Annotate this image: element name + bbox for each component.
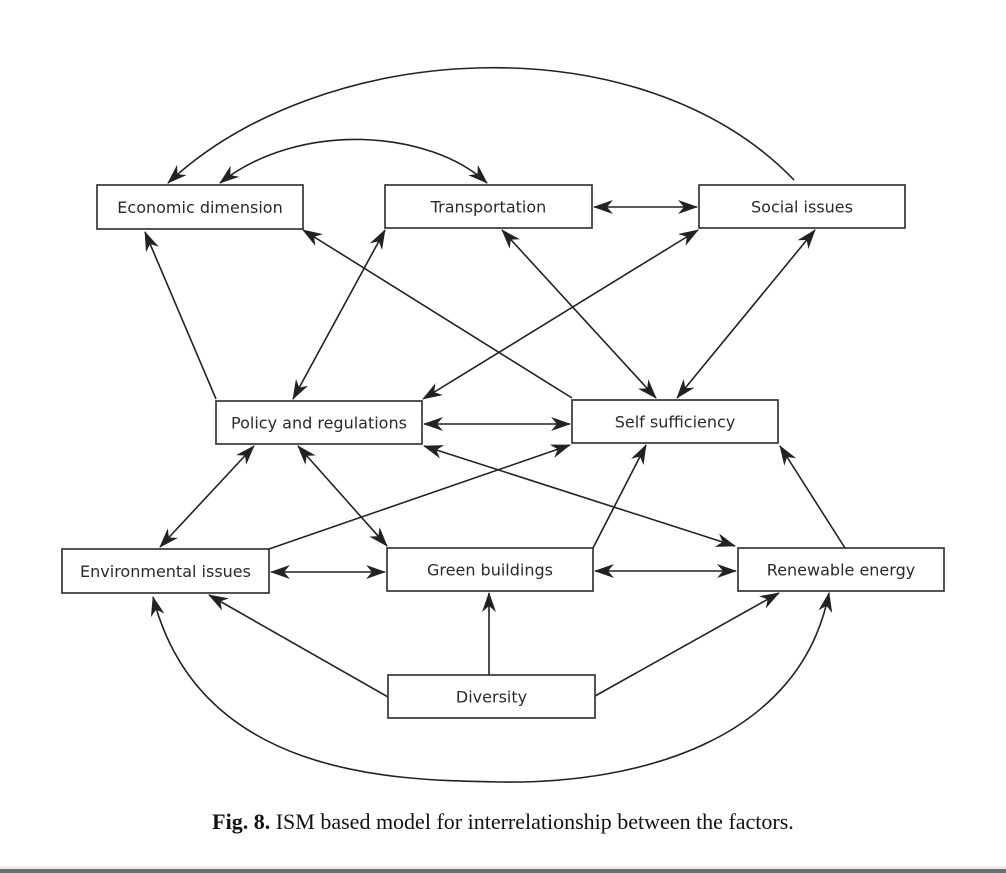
edges-layer — [144, 67, 846, 783]
edge-selfsuff-to-economic — [302, 229, 573, 399]
caption-text: ISM based model for interrelationship be… — [270, 809, 794, 834]
node-box — [571, 399, 779, 444]
node-social: Social issues — [698, 184, 906, 229]
node-green: Green buildings — [386, 547, 594, 592]
node-label: Environmental issues — [80, 562, 251, 581]
node-policy: Policy and regulations — [215, 400, 423, 445]
node-label: Policy and regulations — [231, 414, 407, 433]
edge-social-to-selfsuff — [676, 229, 816, 399]
node-economic: Economic dimension — [96, 184, 304, 230]
edge-diversity-to-renew — [594, 592, 780, 697]
bottom-divider-light — [0, 866, 1006, 869]
node-label: Green buildings — [427, 561, 553, 580]
node-box — [96, 184, 304, 230]
node-transport: Transportation — [384, 184, 593, 229]
node-box — [737, 547, 945, 592]
node-label: Diversity — [456, 688, 527, 707]
node-label: Social issues — [751, 198, 853, 217]
edge-economic-to-transport — [219, 138, 488, 184]
edge-policy-to-environ — [159, 445, 255, 548]
node-label: Self sufficiency — [615, 413, 736, 432]
edge-green-to-selfsuff — [592, 444, 647, 549]
figure-caption: Fig. 8. ISM based model for interrelatio… — [0, 809, 1006, 835]
node-label: Economic dimension — [117, 198, 282, 217]
edge-policy-to-renew — [423, 445, 736, 547]
node-environ: Environmental issues — [61, 548, 270, 594]
edge-social-to-economic — [167, 67, 795, 184]
edge-policy-to-green — [297, 445, 388, 547]
node-diversity: Diversity — [387, 674, 596, 719]
node-box — [384, 184, 593, 229]
node-selfsuff: Self sufficiency — [571, 399, 779, 444]
node-box — [386, 547, 594, 592]
edge-environ-to-renew — [150, 592, 833, 783]
nodes-layer: Economic dimension Transportation Social i… — [61, 184, 945, 719]
node-box — [215, 400, 423, 445]
bottom-divider — [0, 869, 1006, 873]
node-box — [387, 674, 596, 719]
node-box — [698, 184, 906, 229]
node-label: Transportation — [430, 198, 547, 217]
caption-label: Fig. 8. — [212, 809, 271, 834]
edge-renew-to-selfsuff — [779, 445, 846, 549]
edge-policy-to-transport — [292, 229, 386, 400]
edge-environ-to-selfsuff — [268, 444, 571, 550]
edge-transport-to-selfsuff — [501, 229, 657, 399]
node-box — [61, 548, 270, 594]
edge-diversity-to-environ — [208, 594, 389, 698]
node-renew: Renewable energy — [737, 547, 945, 592]
node-label: Renewable energy — [767, 561, 915, 580]
edge-policy-to-economic — [144, 231, 217, 400]
edge-policy-to-social — [422, 229, 699, 400]
